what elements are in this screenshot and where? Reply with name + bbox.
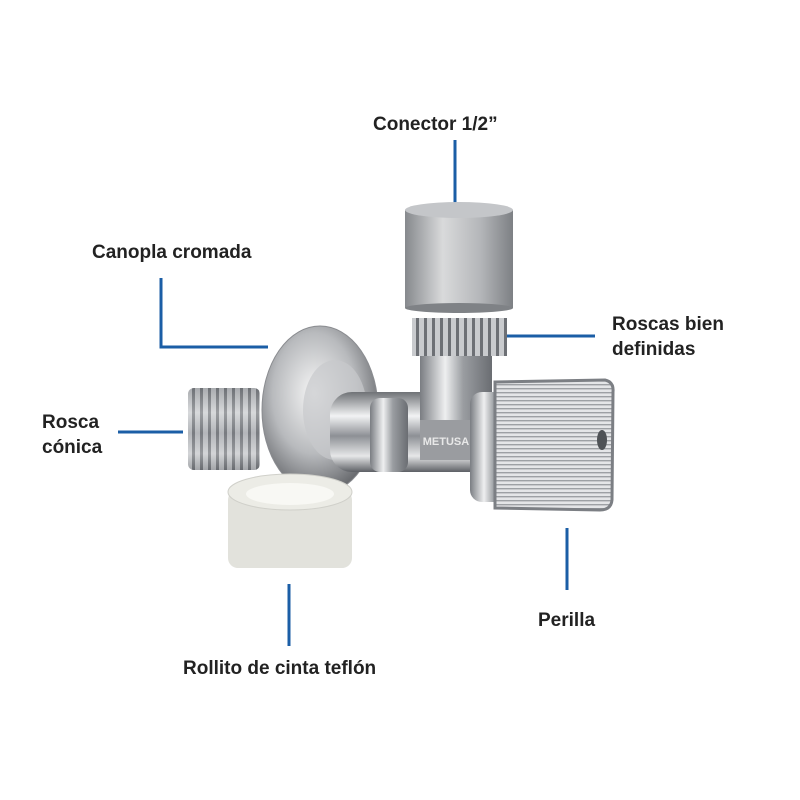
connector-cap [405, 202, 513, 313]
valve-nut [370, 398, 408, 472]
leader-lines [118, 140, 595, 646]
conical-thread-shine [188, 388, 260, 470]
teflon-tape-roll [227, 473, 353, 568]
brand-engraving: METUSA [423, 436, 470, 448]
top-threads [412, 318, 507, 356]
label-roscas-1: Roscas bien [612, 314, 724, 335]
leader-line-canopla [159, 278, 268, 349]
label-perilla: Perilla [538, 610, 596, 631]
label-rosca-1: Rosca [42, 412, 100, 433]
knob-screw-hole [597, 430, 607, 450]
label-rollito: Rollito de cinta teflón [183, 658, 377, 679]
knob [493, 378, 615, 512]
label-roscas-2: definidas [612, 339, 696, 360]
label-canopla: Canopla cromada [92, 242, 252, 263]
label-conector: Conector 1/2” [373, 114, 498, 135]
label-rosca-2: cónica [42, 437, 103, 458]
brand-plate [420, 420, 472, 460]
